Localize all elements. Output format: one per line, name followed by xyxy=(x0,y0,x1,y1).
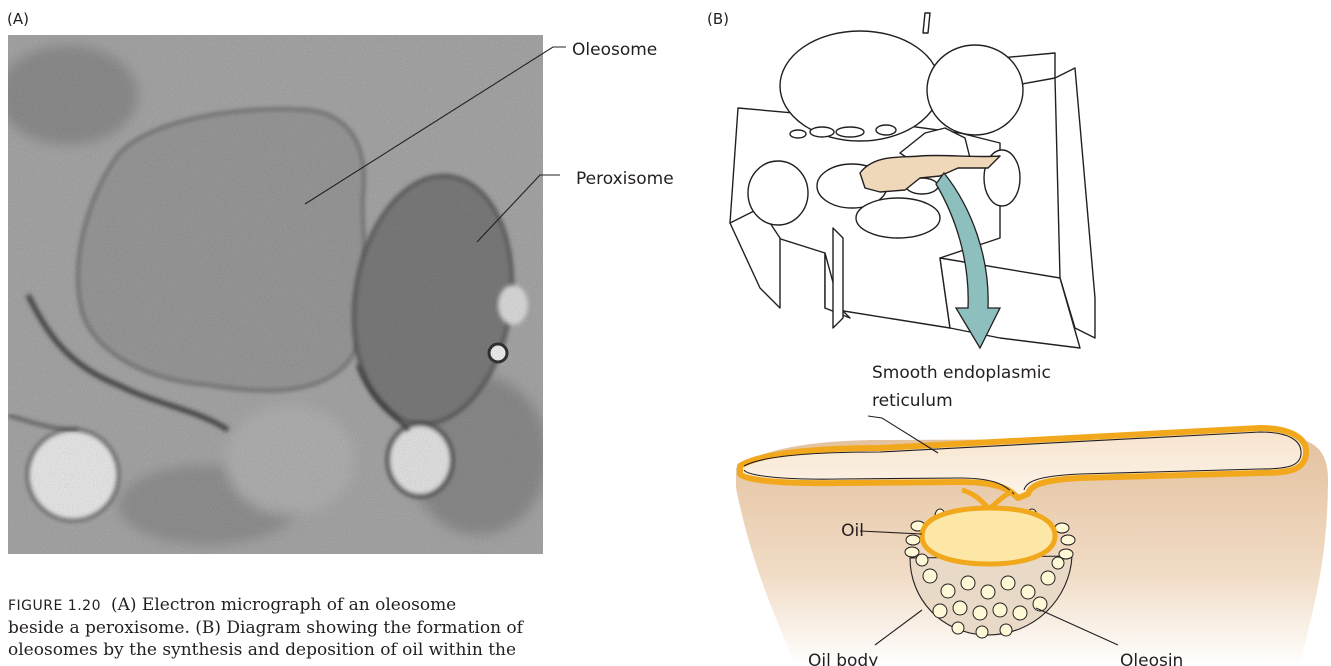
peroxisome-leader xyxy=(477,175,560,242)
panel-a-annotations: Oleosome Peroxisome xyxy=(0,0,700,560)
ser-label-line1: Smooth endoplasmic xyxy=(872,363,1051,383)
peroxisome-label: Peroxisome xyxy=(576,169,674,189)
cell-block-illustration xyxy=(730,13,1095,348)
oleosome-formation-diagram: Smooth endoplasmic reticulum Oil Oil bod… xyxy=(700,8,1331,666)
oleosin-label: Oleosin xyxy=(1120,651,1183,666)
oil-droplet xyxy=(922,508,1055,564)
caption-line-2: beside a peroxisome. (B) Diagram showing… xyxy=(8,617,698,639)
er-cross-section xyxy=(736,428,1328,666)
figure-label: FIGURE 1.20 xyxy=(8,598,101,614)
oil-body-label: Oil body xyxy=(808,651,878,666)
caption-line-3: oleosomes by the synthesis and depositio… xyxy=(8,639,698,661)
oleosome-label: Oleosome xyxy=(572,40,657,60)
caption-line-1: (A) Electron micrograph of an oleosome xyxy=(111,595,456,615)
ser-label-line2: reticulum xyxy=(872,391,953,411)
oleosome-leader xyxy=(305,47,566,204)
oil-label: Oil xyxy=(841,521,864,541)
figure-caption: FIGURE 1.20 (A) Electron micrograph of an… xyxy=(8,594,698,661)
